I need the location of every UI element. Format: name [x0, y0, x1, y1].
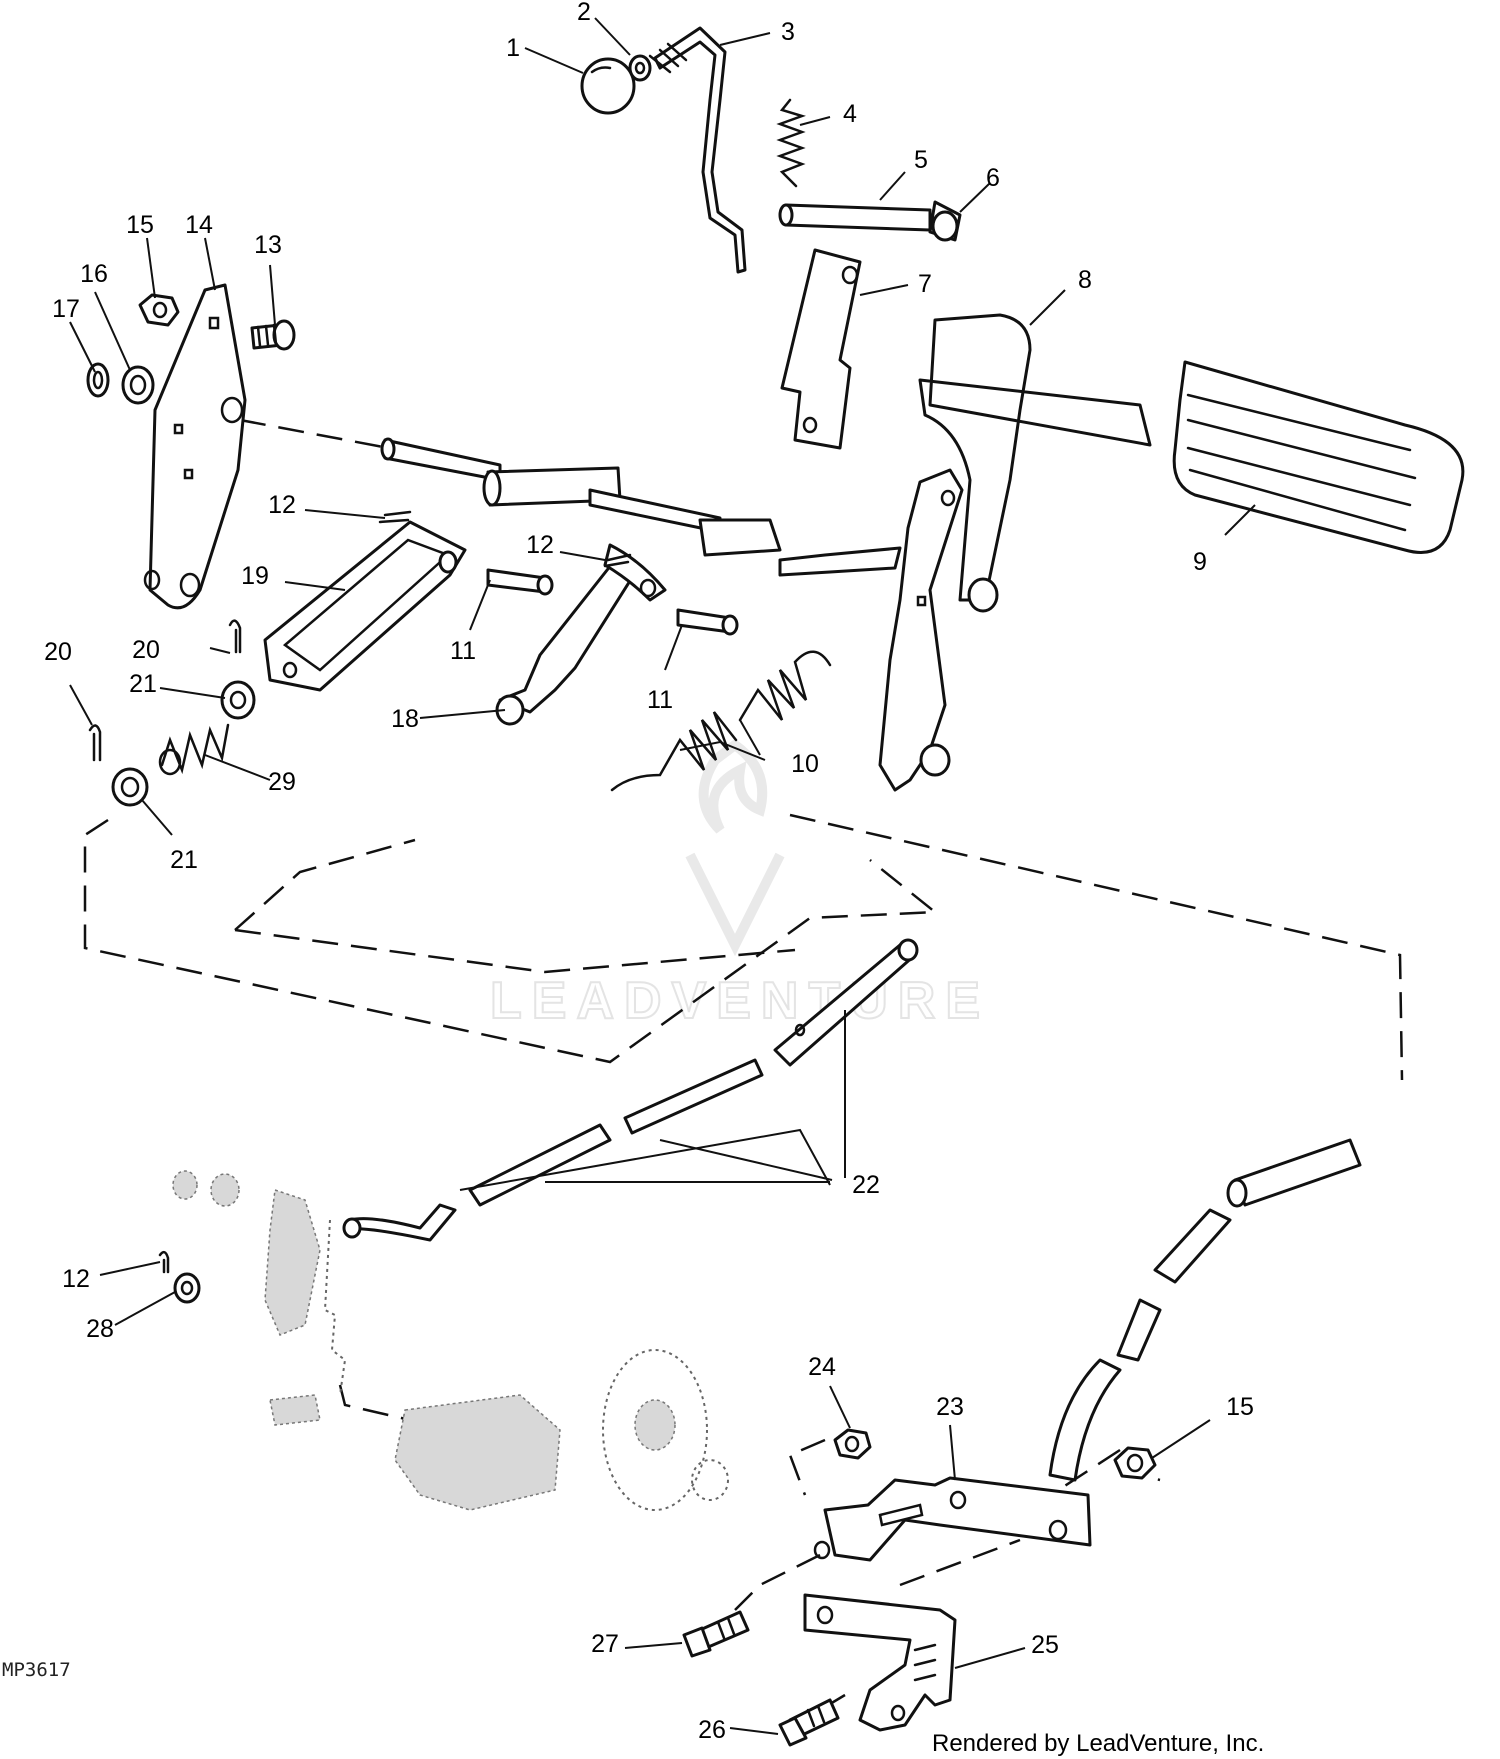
pin-part-11 — [486, 568, 739, 636]
callout-12-upper-right: 12 — [526, 531, 554, 559]
pedal-arm-part-8 — [918, 313, 1152, 613]
pedal-pad-part-9 — [1172, 360, 1465, 554]
cross-shaft — [380, 437, 964, 792]
callout-21-lower: 21 — [170, 846, 198, 874]
callout-7: 7 — [918, 270, 932, 298]
callout-21-upper: 21 — [129, 670, 157, 698]
callout-20-upper: 20 — [132, 636, 160, 664]
callout-22: 22 — [852, 1171, 880, 1199]
callout-15-bottom: 15 — [1226, 1393, 1254, 1421]
callout-5: 5 — [914, 146, 928, 174]
callout-2: 2 — [577, 0, 591, 26]
callout-4: 4 — [843, 100, 857, 128]
cotter-pin-part-12-b — [603, 553, 632, 568]
cotter-pin-part-12-c — [158, 1250, 170, 1274]
callout-28: 28 — [86, 1315, 114, 1343]
spring-part-29 — [158, 723, 230, 776]
clevis-rod-part-18 — [495, 543, 667, 726]
callout-12-upper-left: 12 — [268, 491, 296, 519]
washer-part-21-upper — [220, 680, 256, 720]
callout-20-lower: 20 — [44, 638, 72, 666]
callout-1: 1 — [506, 34, 520, 62]
render-credit: Rendered by LeadVenture, Inc. — [932, 1730, 1265, 1757]
watermark-text: LEADVENTURE — [490, 972, 990, 1030]
bolt-part-26 — [778, 1698, 840, 1747]
washer-part-16 — [121, 365, 155, 405]
cotter-pin-part-12-a — [378, 510, 412, 524]
nut-part-24 — [833, 1428, 872, 1460]
callout-11-right: 11 — [647, 686, 673, 714]
spring-part-4 — [776, 98, 806, 188]
yoke-part-19 — [263, 520, 467, 692]
callout-19: 19 — [241, 562, 269, 590]
pin-part-5 — [778, 203, 932, 232]
nut-part-15-top — [138, 293, 180, 327]
callout-15-top: 15 — [126, 211, 154, 239]
callout-18: 18 — [391, 705, 419, 733]
bracket-part-7 — [780, 248, 862, 450]
callout-11-left: 11 — [450, 637, 476, 665]
rod-part-3 — [648, 26, 747, 274]
washer-part-21-lower — [111, 767, 149, 807]
bracket-part-25 — [803, 1593, 957, 1732]
spring-part-10 — [610, 650, 832, 792]
ghost-transmission-parts — [172, 1170, 729, 1511]
washer-part-28 — [173, 1272, 201, 1304]
nut-part-2 — [628, 54, 652, 82]
callout-3: 3 — [781, 18, 795, 46]
callout-27: 27 — [591, 1630, 619, 1658]
callout-17: 17 — [52, 295, 80, 323]
cotter-pin-part-20-lower — [88, 724, 102, 762]
callout-10: 10 — [791, 750, 819, 778]
washer-part-17 — [86, 362, 110, 398]
bolt-part-27 — [682, 1610, 750, 1658]
knob-part-1 — [580, 57, 636, 115]
callout-9: 9 — [1193, 548, 1207, 576]
callout-23: 23 — [936, 1393, 964, 1421]
callout-14: 14 — [185, 211, 213, 239]
callout-labels: 1 2 3 4 5 6 7 8 9 10 11 11 12 12 12 13 1… — [44, 0, 1254, 1744]
bolt-part-13 — [250, 319, 296, 351]
leader-lines — [69, 17, 1256, 1735]
cotter-pin-part-20-upper — [228, 619, 242, 654]
callout-12-lower: 12 — [62, 1265, 90, 1293]
callout-16: 16 — [80, 260, 108, 288]
linkage-rod-part-22 — [342, 938, 919, 1242]
callout-26: 26 — [698, 1716, 726, 1744]
callout-24: 24 — [808, 1353, 836, 1381]
plate-part-14 — [143, 283, 247, 610]
watermark: LEADVENTURE — [489, 738, 990, 1031]
callout-29: 29 — [268, 768, 296, 796]
callout-6: 6 — [986, 164, 1000, 192]
callout-25: 25 — [1031, 1631, 1059, 1659]
figure-code: MP3617 — [2, 1659, 71, 1681]
callout-13: 13 — [254, 231, 282, 259]
callout-8: 8 — [1078, 266, 1092, 294]
bracket-part-23 — [813, 1138, 1362, 1562]
bushing-part-6 — [928, 200, 962, 242]
nut-part-15-bottom — [1113, 1446, 1157, 1480]
